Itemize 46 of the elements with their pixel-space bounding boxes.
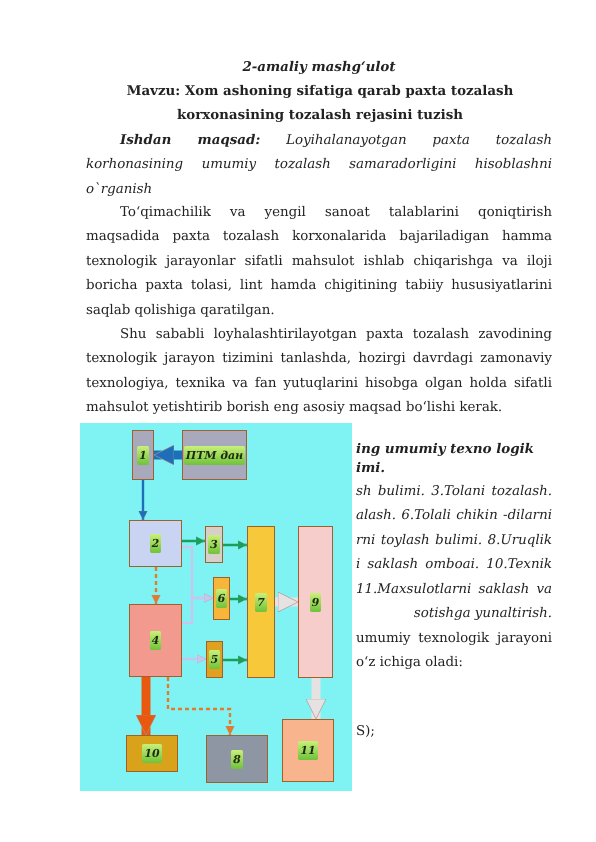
number-label: 8 (231, 750, 243, 768)
process-box (205, 526, 223, 563)
arrow (182, 654, 206, 664)
arrow (182, 593, 214, 624)
body-paragraph: Shu sababli loyhalashtirilayotgan paxta tozalash zavodining texnologik jarayon tizimini tanlashda, hozirgi davrdagi zamonaviy texnologiya, texnika va fan yutuqlarini hisobga olgan holda sifatli mahsulot yetishtirib borish eng asosiy maqsad bo‘lishi kerak. (86, 326, 552, 418)
number-label: 2 (150, 534, 162, 553)
number-label: 4 (150, 631, 162, 650)
arrow (230, 594, 248, 604)
number-label: 1 (137, 446, 149, 464)
arrow (166, 677, 235, 736)
process-box (298, 526, 333, 678)
body-paragraph: To‘qimachilik va yengil sanoat talablarini qoniqtirish maqsadida paxta tozalash korxonalarida bajariladigan hamma texnologik jarayonlar sifatli mahsulot ishlab chiqarishga va iloji boricha paxta tolasi, lint hamda chigitining tabiiy hususiyatlarini saqlab qolishiga qaratilgan. (86, 204, 552, 320)
arrow (223, 540, 248, 550)
arrow (306, 678, 326, 720)
process-box (129, 604, 182, 677)
process-box (206, 735, 268, 783)
arrow (182, 536, 206, 546)
number-label: 7 (255, 592, 267, 612)
number-label: 9 (310, 592, 322, 612)
process-box (282, 719, 334, 782)
figure-legend-text: sh bulimi. 3.Tolani tozalash. alash. 6.Tolali chikin -dilarni rni toylash bulimi. 8.Uruqlik i saklash omboai. 10.Texnik 11.Maxsulotlarni saklash va sotishga yunaltirish. (356, 483, 552, 624)
process-box (206, 641, 223, 678)
body-paragraph: umumiy texnologik jarayoni o‘z ichiga oladi: (356, 630, 552, 672)
number-label: 6 (216, 589, 228, 608)
arrow (136, 677, 156, 736)
arrow (154, 444, 182, 466)
arrow (223, 655, 248, 665)
topic-heading: Mavzu: Xom ashoning sifatiga qarab paxta tozalash korxonasining tozalash rejasini tuzish (126, 82, 514, 126)
heading: 2-amaliy mashg‘ulot (241, 58, 397, 77)
process-box (213, 577, 230, 620)
arrow (275, 592, 298, 612)
process-box (247, 526, 275, 678)
process-box (132, 430, 154, 480)
process-box (126, 735, 178, 772)
body-paragraph: S); (356, 723, 376, 741)
arrow (138, 480, 148, 520)
number-label: 5 (208, 650, 220, 669)
number-label: 11 (298, 741, 318, 760)
process-box (129, 520, 182, 567)
number-label: 3 (208, 535, 220, 554)
figure-caption: ing umumiy texno logik imi. (356, 440, 535, 478)
process-box (182, 430, 247, 480)
goal-paragraph: Ishdan maqsad: Loyihalanayotgan paxta tozalash korhonasining umumiy tozalash samaradorligini hisoblashni o`rganish (86, 131, 552, 199)
arrow (151, 567, 161, 604)
number-label: 10 (142, 744, 162, 763)
number-label: ПТМ дан (184, 446, 246, 464)
